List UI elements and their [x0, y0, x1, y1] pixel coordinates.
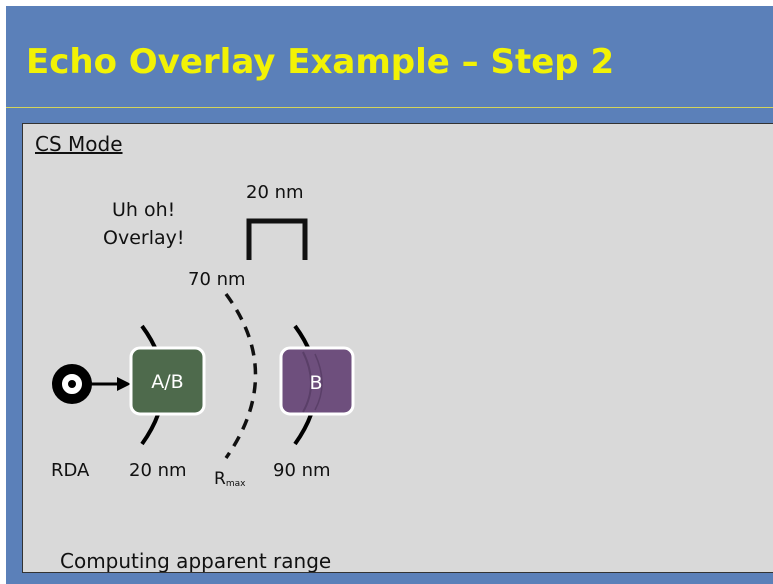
target-ab-label: A/B	[151, 371, 183, 393]
slide: Echo Overlay Example – Step 2 CS Mode Uh…	[6, 6, 773, 584]
caption: Computing apparent range	[60, 549, 331, 572]
bracket-label: 20 nm	[246, 182, 304, 203]
rda-label: RDA	[51, 460, 90, 481]
target-ab: A/B	[129, 346, 206, 416]
target-b: B	[279, 346, 355, 416]
slide-title: Echo Overlay Example – Step 2	[26, 42, 615, 82]
echo-overlay-diagram: CS Mode Uh oh! Overlay! 20 nm 70 nm	[35, 132, 355, 572]
content-panel: CS Mode Uh oh! Overlay! 20 nm 70 nm	[22, 123, 773, 573]
rmax-arc	[224, 292, 258, 460]
target-ab-range-label: 20 nm	[129, 460, 187, 481]
distance-bracket	[246, 218, 308, 260]
rmax-subscript: max	[226, 479, 246, 489]
rmax-symbol: R	[214, 469, 226, 489]
title-divider	[6, 107, 773, 108]
overlay-note-line2: Overlay!	[103, 227, 184, 249]
overlay-note-line1: Uh oh!	[112, 199, 175, 221]
mode-label: CS Mode	[35, 132, 123, 156]
arrow-icon	[87, 377, 131, 391]
target-b-range-label: 90 nm	[273, 460, 331, 481]
rmax-label: Rmax	[214, 469, 246, 489]
target-b-label: B	[309, 372, 322, 394]
radar-icon	[52, 364, 92, 404]
rmax-range-label: 70 nm	[188, 269, 246, 290]
